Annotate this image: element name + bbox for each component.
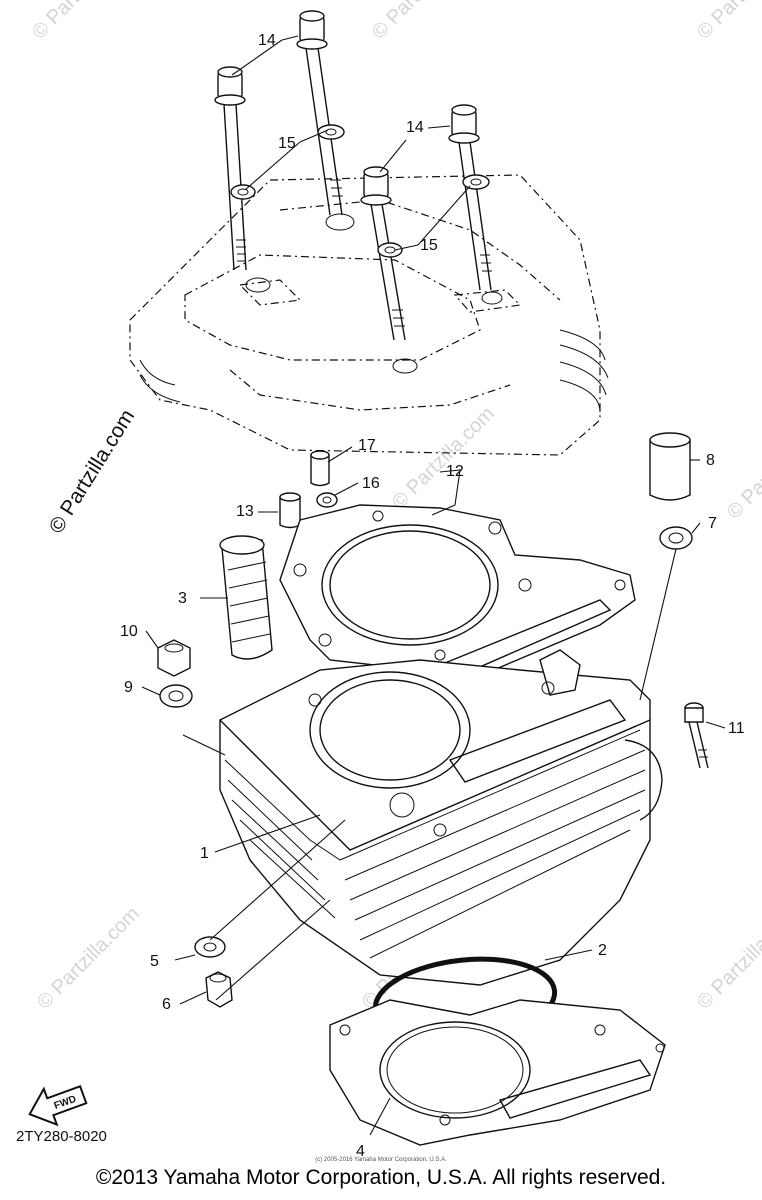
head-gasket (279, 504, 636, 701)
nut-washer-left (157, 639, 193, 708)
callout-14: 14 (406, 119, 424, 136)
dowel-pin-right (649, 432, 693, 550)
leader-lines (141, 35, 726, 1136)
callout-5: 5 (150, 953, 159, 970)
bolt-right (684, 702, 709, 769)
callout-12: 12 (446, 463, 464, 480)
small-parts-upper (279, 450, 338, 529)
watermark-text: © Partzilla.com (28, 0, 139, 44)
copyright-notice: ©2013 Yamaha Motor Corporation, U.S.A. A… (95, 1166, 667, 1189)
callout-4: 4 (356, 1143, 365, 1160)
callout-14: 14 (258, 32, 276, 49)
watermark-text: © Partzilla.com (693, 0, 762, 44)
callout-15: 15 (420, 237, 438, 254)
callout-16: 16 (362, 475, 380, 492)
base-gasket (329, 999, 666, 1146)
callout-9: 9 (124, 679, 133, 696)
fwd-arrow: FWD (28, 1085, 88, 1127)
callout-11: 11 (728, 720, 745, 737)
watermark-vertical: © Partzilla.com (45, 405, 139, 537)
callout-2: 2 (598, 942, 607, 959)
callout-7: 7 (708, 515, 717, 532)
cylinder (219, 649, 663, 986)
callout-3: 3 (178, 590, 187, 607)
nut-washer-lower (194, 936, 233, 1008)
watermark-text: © Partzilla.com (693, 903, 762, 1014)
diagram-code: 2TY280-8020 (16, 1128, 107, 1145)
callout-8: 8 (706, 452, 715, 469)
callout-10: 10 (120, 623, 138, 640)
callout-17: 17 (358, 437, 376, 454)
watermark-text: © Partzilla.com (33, 903, 144, 1014)
callouts: 14 14 15 15 17 16 12 13 3 10 9 8 7 11 1 … (120, 32, 745, 1160)
watermark-text: © Partzilla.com (723, 413, 762, 524)
callout-13: 13 (236, 503, 254, 520)
callout-15: 15 (278, 135, 296, 152)
watermark-text: © Partzilla.com (368, 0, 479, 44)
small-copyright: (c) 2005-2016 Yamaha Motor Corporation, … (315, 1157, 447, 1163)
chain-guide (219, 535, 273, 660)
cylinder-head (129, 174, 609, 456)
head-bolts (214, 10, 492, 341)
watermark-text: © Partzilla.com (388, 403, 499, 514)
callout-6: 6 (162, 996, 171, 1013)
callout-1: 1 (200, 845, 209, 862)
